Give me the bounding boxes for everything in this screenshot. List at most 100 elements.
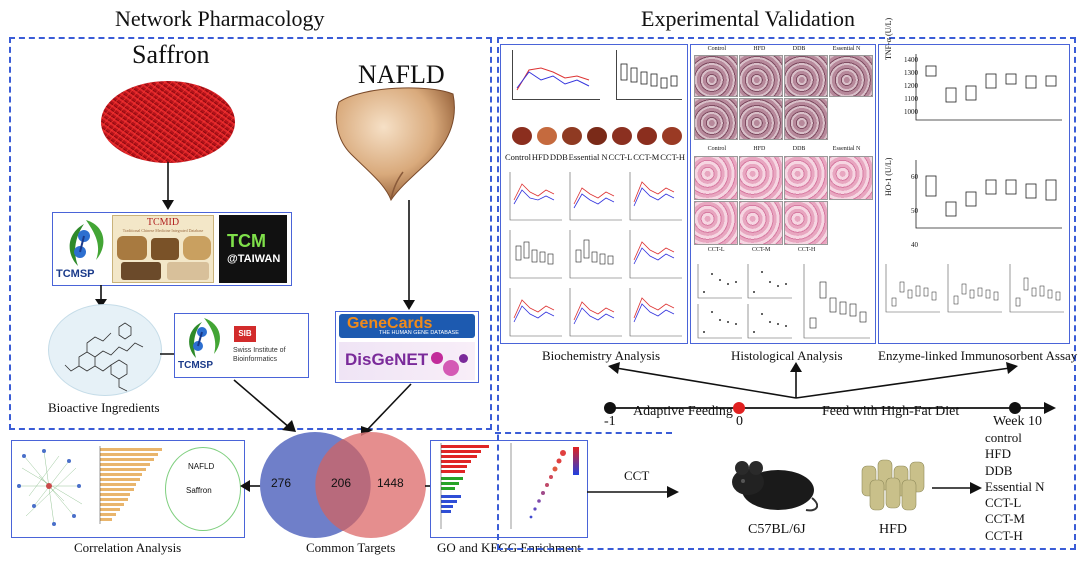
experiment-timeline bbox=[604, 402, 1056, 414]
liver-organ-images bbox=[510, 124, 682, 148]
organ-label: DDB bbox=[549, 152, 568, 162]
circle-saffron-label: Saffron bbox=[186, 486, 212, 495]
group-item: Essential N bbox=[985, 478, 1045, 494]
tcmsp-logo-2-icon bbox=[189, 318, 220, 358]
tnf-axis-label: TNF-α (U/L) bbox=[884, 17, 893, 60]
nafld-label: NAFLD bbox=[358, 60, 445, 89]
oil-red-tile bbox=[739, 98, 783, 140]
tcmid-subtitle: Traditional Chinese Medicine Integrated … bbox=[122, 228, 204, 233]
histo-group-label: HFD bbox=[753, 46, 766, 52]
he-stain-tile bbox=[739, 201, 783, 245]
body-weight-chart bbox=[512, 50, 600, 100]
histo-cct-label: CCT-M bbox=[751, 247, 771, 253]
organ-labels-row: Control HFD DDB Essential N CCT-L CCT-M … bbox=[505, 152, 685, 164]
hfd-pellets-image bbox=[861, 459, 925, 511]
tcm-taiwan-at: @TAIWAN bbox=[227, 253, 281, 265]
histology-score-charts bbox=[697, 264, 870, 339]
correlation-analysis-label: Correlation Analysis bbox=[74, 540, 182, 555]
sib-line-1: Swiss Institute of bbox=[233, 347, 286, 354]
organ-label: Control bbox=[505, 152, 531, 162]
tick: 60 bbox=[911, 173, 918, 181]
network-pharmacology-panel bbox=[9, 37, 492, 430]
elisa-label: Enzyme-linked Immunosorbent Assay bbox=[878, 348, 1078, 363]
group-item: HFD bbox=[985, 446, 1012, 462]
target-prediction-box bbox=[174, 313, 309, 378]
organ-label: CCT-H bbox=[660, 152, 685, 162]
histo-cct-label: CCT-H bbox=[797, 247, 816, 253]
oil-red-tile bbox=[739, 55, 783, 97]
he-stain-tile bbox=[694, 201, 738, 245]
organ-label: CCT-M bbox=[633, 152, 660, 162]
tick: 1000 bbox=[904, 108, 918, 116]
group-item: CCT-H bbox=[985, 527, 1023, 543]
elisa-small-charts bbox=[885, 264, 1064, 313]
go-kegg-charts bbox=[440, 443, 579, 529]
tcm-taiwan-tcm: TCM bbox=[227, 231, 266, 251]
treatment-groups-list: control HFD DDB Essential N CCT-L CCT-M … bbox=[985, 430, 1045, 544]
circle-nafld-label: NAFLD bbox=[188, 462, 215, 471]
saffron-image bbox=[101, 81, 235, 163]
group-item: control bbox=[985, 430, 1022, 445]
arrow-tcmsp-to-venn bbox=[233, 379, 296, 432]
tcmsp-logo-icon bbox=[69, 220, 104, 266]
histo-group-label: DDB bbox=[792, 146, 806, 152]
histo-group-label: HFD bbox=[753, 146, 766, 152]
tick: 1300 bbox=[904, 69, 918, 77]
sib-logo-icon: SIB bbox=[234, 326, 256, 342]
venn-left-count: 276 bbox=[271, 476, 292, 490]
venn-middle-count: 206 bbox=[331, 476, 352, 490]
timeline-to-analysis-arrows bbox=[608, 362, 1018, 399]
he-stain-tile bbox=[784, 201, 828, 245]
panel-divider bbox=[495, 432, 672, 435]
tick: 1400 bbox=[904, 56, 918, 64]
biochemistry-label: Biochemistry Analysis bbox=[542, 348, 661, 363]
bioactive-label: Bioactive Ingredients bbox=[48, 400, 160, 415]
cct-arrow bbox=[587, 486, 679, 498]
tcmsp-label-1: TCMSP bbox=[56, 268, 95, 280]
genecards-title: GeneCards bbox=[347, 315, 433, 332]
histo-header-row-2: Control HFD DDB Essential N bbox=[694, 146, 874, 156]
oil-red-tile bbox=[694, 98, 738, 140]
histo-group-label: Essential N bbox=[832, 46, 861, 52]
venn-overlap bbox=[315, 439, 371, 531]
disgenet-logo: DisGeNET bbox=[339, 342, 475, 380]
histo-group-label: Control bbox=[707, 46, 727, 52]
he-stain-tile bbox=[739, 156, 783, 200]
hfd-diet-label: HFD bbox=[879, 522, 908, 537]
tcmsp-label-2: TCMSP bbox=[178, 360, 213, 371]
experimental-validation-title: Experimental Validation bbox=[641, 6, 856, 31]
organ-label: HFD bbox=[531, 152, 549, 162]
network-pharmacology-title: Network Pharmacology bbox=[115, 6, 325, 31]
oil-red-tile bbox=[829, 55, 873, 97]
common-targets-venn bbox=[260, 432, 426, 538]
correlation-bar-chart bbox=[99, 446, 162, 524]
arrow-liver-to-genecards bbox=[403, 200, 415, 310]
histo-header-row-1: Control HFD DDB Essential N bbox=[694, 46, 874, 56]
he-stain-tile bbox=[829, 156, 873, 200]
timeline-start-label: -1 bbox=[604, 414, 616, 429]
mouse-image bbox=[732, 461, 818, 512]
group-item: CCT-L bbox=[985, 495, 1022, 511]
mouse-strain-label: C57BL/6J bbox=[748, 522, 806, 537]
sib-line-2: Bioinformatics bbox=[233, 356, 277, 363]
he-stain-tile bbox=[694, 156, 738, 200]
genecards-subtitle: THE HUMAN GENE DATABASE bbox=[379, 330, 459, 336]
histology-label: Histological Analysis bbox=[731, 348, 843, 363]
biochemistry-charts-grid bbox=[509, 172, 682, 337]
timeline-week10-dot bbox=[1009, 402, 1021, 414]
group-item: CCT-M bbox=[985, 511, 1025, 527]
ho1-ticks: 60 50 40 bbox=[896, 160, 918, 262]
timeline-zero-label: 0 bbox=[736, 414, 743, 429]
venn-right-count: 1448 bbox=[377, 476, 404, 490]
tick: 1200 bbox=[904, 82, 918, 90]
tnf-ticks: 1400 1300 1200 1100 1000 bbox=[896, 54, 918, 119]
histo-group-label: Essential N bbox=[832, 146, 861, 152]
group-item: DDB bbox=[985, 462, 1013, 478]
biochemistry-box bbox=[500, 44, 688, 344]
tcmid-image: TCMID Traditional Chinese Medicine Integ… bbox=[112, 215, 214, 283]
go-kegg-label: GO and KEGG Enrichment bbox=[437, 540, 582, 555]
common-targets-label: Common Targets bbox=[306, 540, 396, 555]
week10-label: Week 10 bbox=[993, 414, 1043, 429]
feed-hfd-label: Feed with High-Fat Diet bbox=[822, 404, 960, 419]
saffron-nafld-circle: NAFLD Saffron bbox=[165, 447, 241, 531]
